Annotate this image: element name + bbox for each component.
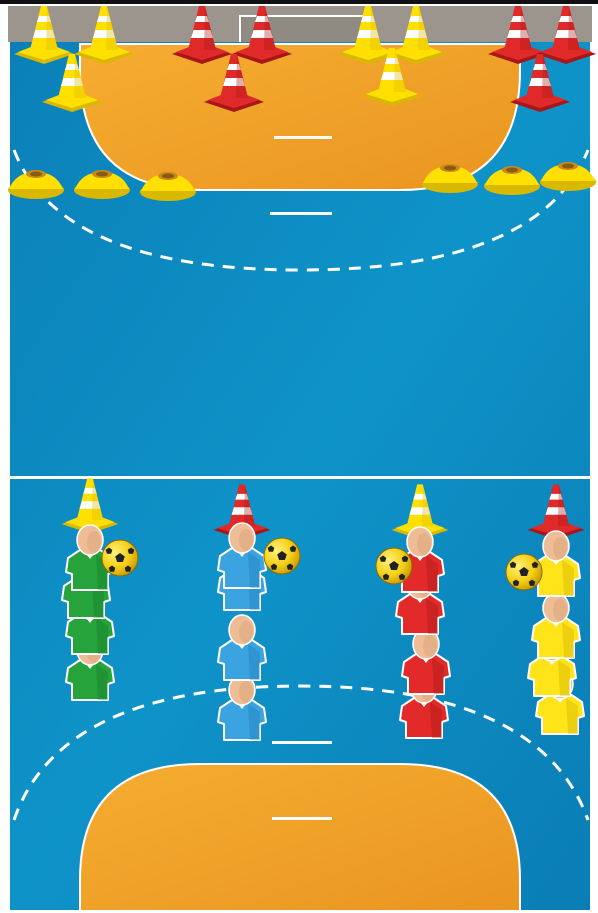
blue-team-ball — [264, 538, 300, 574]
top-border-line — [0, 0, 598, 4]
top-four-meter-mark — [274, 136, 332, 139]
yellow-team-ball — [506, 554, 542, 590]
center-line — [8, 476, 592, 479]
bottom-goal-area — [80, 764, 520, 912]
bottom-four-meter-mark — [272, 817, 332, 820]
top-seven-meter-mark — [270, 212, 332, 215]
red-team-ball — [376, 548, 412, 584]
left-sideline — [8, 42, 10, 910]
bottom-seven-meter-mark — [272, 741, 332, 744]
right-sideline — [590, 42, 592, 910]
green-team-ball — [102, 540, 138, 576]
